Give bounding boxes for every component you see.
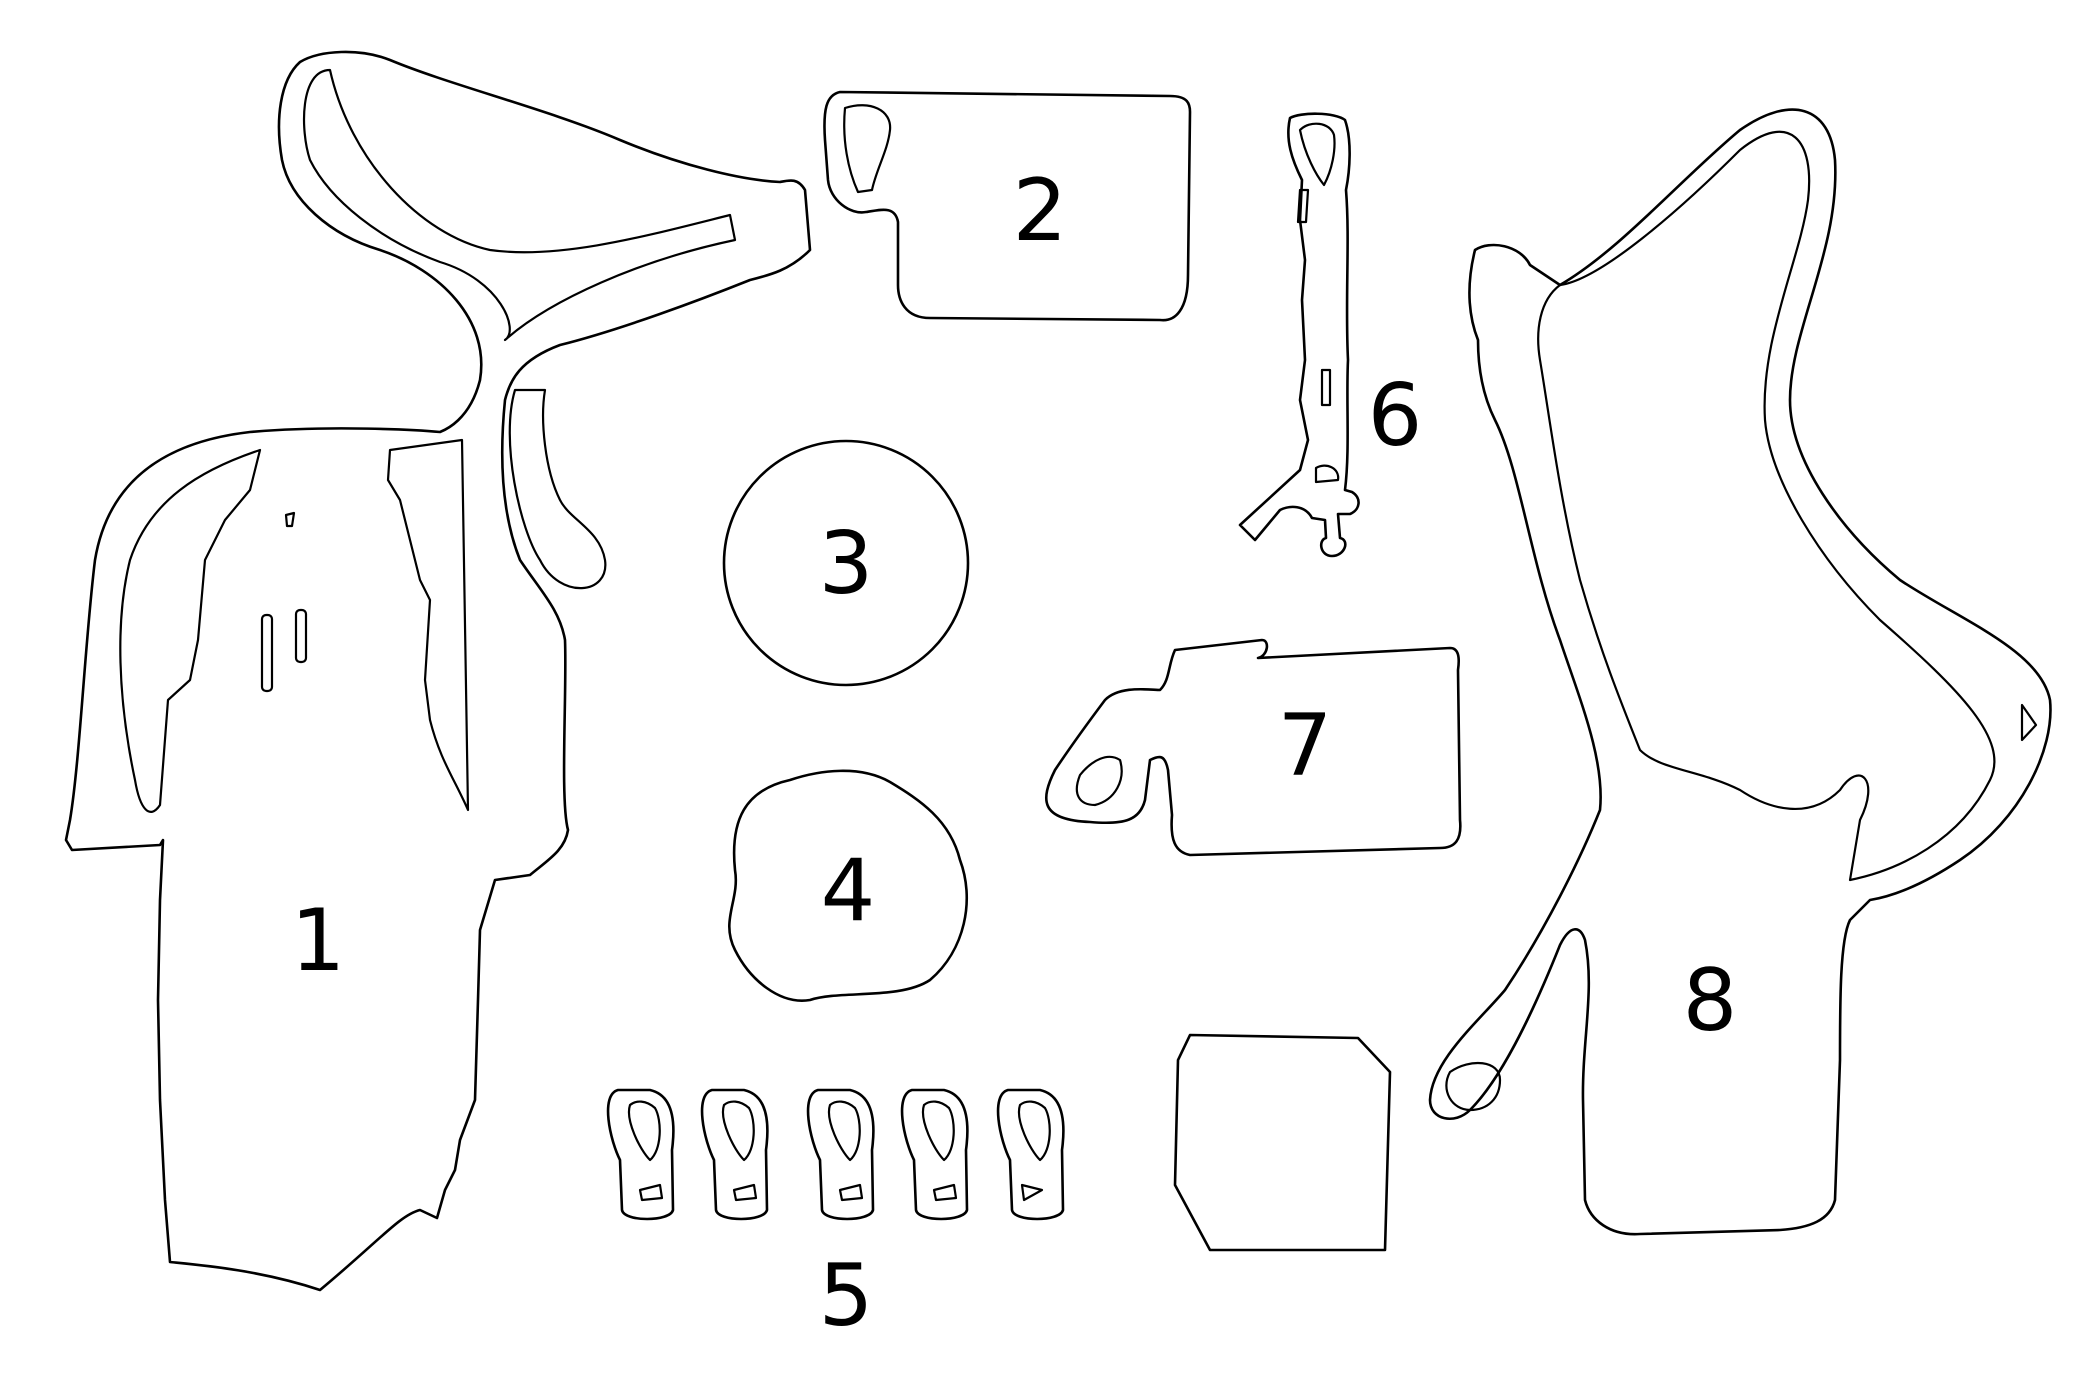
part-6-slot-upper bbox=[1296, 188, 1310, 224]
part-2: 2 bbox=[823, 90, 1192, 322]
part-1-slot-right bbox=[294, 608, 308, 664]
part-5-tab-1 bbox=[606, 1088, 675, 1221]
part-2-label: 2 bbox=[1013, 161, 1068, 261]
part-6-slot-mid bbox=[1320, 368, 1332, 407]
part-6-label: 6 bbox=[1368, 366, 1423, 466]
part-8-label: 8 bbox=[1683, 951, 1738, 1051]
part-8-triangle-mark bbox=[2020, 703, 2038, 742]
part-1-small-mark bbox=[284, 511, 296, 528]
part-1-armhole bbox=[119, 448, 262, 813]
part-5: 5 bbox=[606, 1088, 1065, 1346]
part-5-tab-5 bbox=[996, 1088, 1065, 1221]
part-1-slot-left bbox=[260, 613, 274, 693]
part-7: 7 bbox=[1044, 638, 1462, 857]
part-3-label: 3 bbox=[819, 514, 874, 614]
part-5-label: 5 bbox=[819, 1246, 874, 1346]
part-8-ring-hole bbox=[1445, 1061, 1502, 1112]
part-5-tab-4 bbox=[900, 1088, 969, 1221]
part-7-outline bbox=[1044, 638, 1462, 857]
part-8-strap-inner bbox=[1537, 130, 1996, 882]
part-1-body-outline bbox=[64, 50, 812, 1292]
part-7-label: 7 bbox=[1278, 696, 1333, 796]
part-8: 8 bbox=[1428, 108, 2052, 1236]
part-5-tab-3 bbox=[806, 1088, 875, 1221]
part-6: 6 bbox=[1238, 112, 1423, 558]
part-8-outline bbox=[1428, 108, 2052, 1236]
part-6-outline bbox=[1238, 112, 1360, 558]
part-1-label: 1 bbox=[291, 891, 346, 991]
part-4: 4 bbox=[728, 769, 968, 1002]
part-1-neck-cutout bbox=[386, 438, 470, 812]
part-1-strap-tail bbox=[508, 388, 607, 590]
part-2-loop-hole bbox=[843, 104, 892, 194]
part-1-strap-inner bbox=[302, 68, 737, 342]
part-6-top-hole bbox=[1298, 122, 1336, 187]
part-1: 1 bbox=[64, 50, 812, 1292]
part-4-outline bbox=[728, 769, 968, 1002]
square-outline bbox=[1173, 1033, 1392, 1252]
part-4-label: 4 bbox=[821, 841, 876, 941]
part-3-outline bbox=[722, 439, 970, 687]
part-2-outline bbox=[823, 90, 1192, 322]
part-3: 3 bbox=[722, 439, 970, 687]
part-unlabeled-square bbox=[1173, 1033, 1392, 1252]
part-7-loop-hole bbox=[1075, 755, 1123, 807]
part-6-lower-hole bbox=[1314, 464, 1340, 484]
part-5-tab-2 bbox=[700, 1088, 769, 1221]
